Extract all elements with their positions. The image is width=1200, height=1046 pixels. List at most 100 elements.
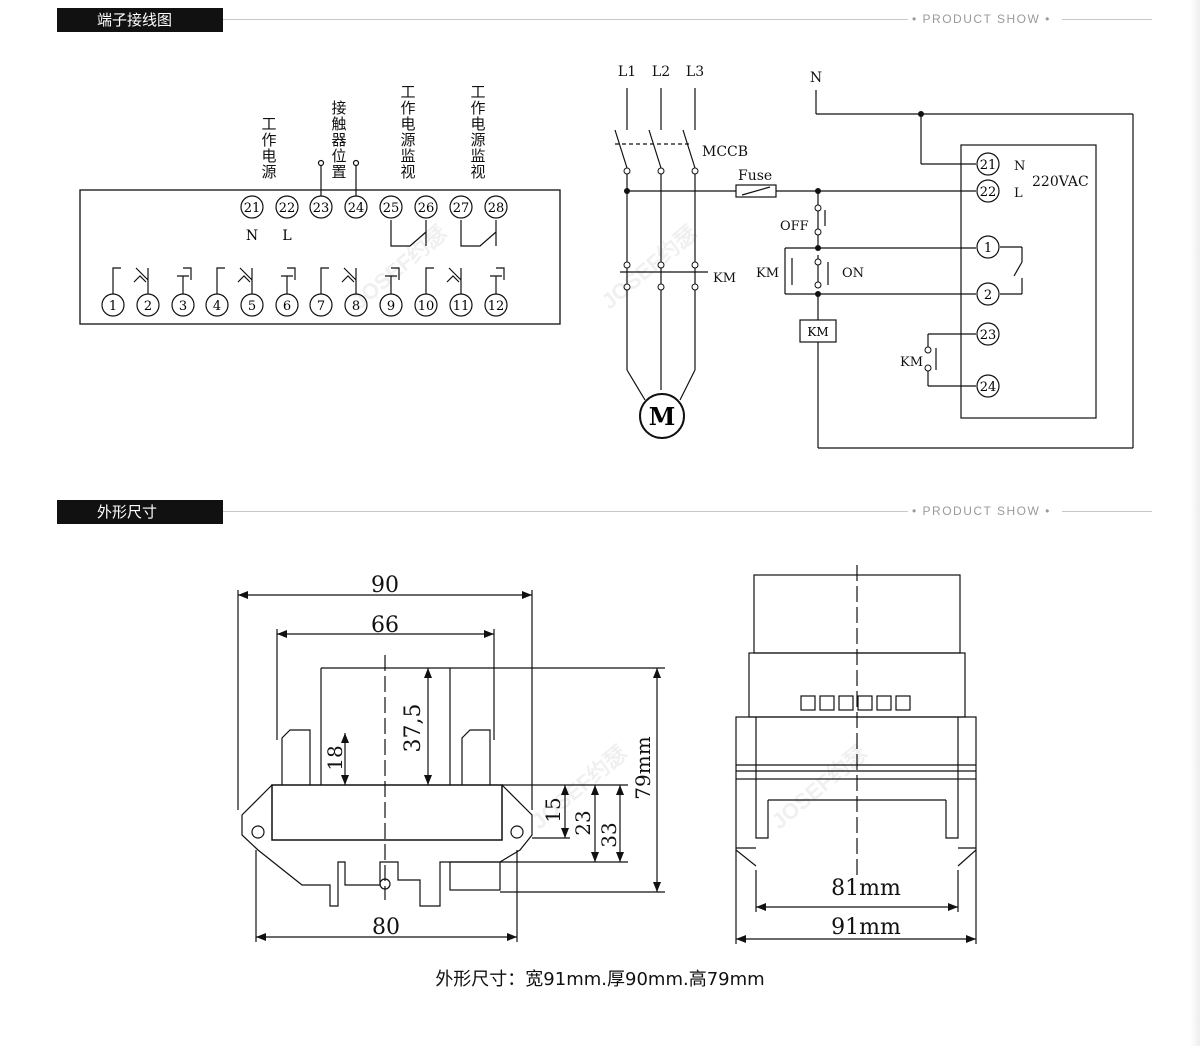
dim-66: 66	[371, 613, 399, 638]
label-char: 电	[470, 115, 485, 133]
divider	[223, 19, 908, 20]
svg-text:12: 12	[488, 299, 505, 314]
label-char: 触	[331, 115, 346, 133]
terminal-8: 8	[344, 293, 368, 317]
km-label: KM	[756, 266, 779, 281]
terminal-23: 23	[309, 195, 333, 219]
label-char: 视	[470, 163, 485, 181]
terminal-9: 9	[379, 293, 403, 317]
svg-text:21: 21	[980, 158, 997, 173]
terminal-28: 28	[484, 195, 508, 219]
coil-label: KM	[807, 325, 828, 339]
terminal-6: 6	[275, 293, 299, 317]
svg-text:6: 6	[283, 299, 291, 314]
label-char: 工	[261, 115, 276, 133]
dim-79: 79mm	[631, 736, 655, 799]
svg-text:2: 2	[984, 288, 992, 303]
wiring-schematic: L 1 L2 L3 N MCCB Fuse KM OFF KM ON KM 220…	[614, 64, 1134, 449]
svg-text:22: 22	[279, 201, 296, 216]
n-label: N	[1014, 159, 1025, 174]
svg-text:1: 1	[109, 299, 117, 314]
svg-text:24: 24	[980, 380, 997, 395]
svg-text:23: 23	[980, 328, 997, 343]
terminal-7: 7	[309, 293, 333, 317]
label-char: 作	[261, 131, 276, 149]
dimension-caption: 外形尺寸：宽91mm.厚90mm.高79mm	[435, 969, 765, 990]
fuse-label: Fuse	[738, 168, 772, 184]
dim-81: 81mm	[831, 876, 901, 901]
l-label: L	[1014, 186, 1023, 201]
terminal-5: 5	[240, 293, 264, 317]
terminal-21: 21	[240, 195, 264, 219]
terminal-25: 25	[379, 195, 403, 219]
device-terminal: 24	[976, 374, 1000, 398]
label-char: 接	[331, 99, 346, 117]
km-label: KM	[713, 271, 736, 286]
section-title: 外形尺寸	[57, 500, 223, 524]
svg-text:28: 28	[488, 201, 505, 216]
svg-text:3: 3	[179, 299, 187, 314]
page-edge	[1190, 0, 1200, 1046]
svg-text:5: 5	[248, 299, 256, 314]
divider	[1062, 511, 1152, 512]
on-label: ON	[842, 266, 864, 281]
label-char: 视	[400, 163, 415, 181]
terminal-1: 1	[101, 293, 125, 317]
svg-text:24: 24	[348, 201, 365, 216]
svg-text:1: 1	[984, 241, 992, 256]
device-terminal: 21	[976, 152, 1000, 176]
top-terminal-row: 21 22 23 24 25 26 27 28	[240, 195, 508, 219]
terminal-4: 4	[205, 293, 229, 317]
label-char: 作	[400, 99, 415, 117]
product-show-label: • PRODUCT SHOW •	[912, 12, 1051, 26]
km-label: KM	[900, 355, 923, 370]
terminal-26: 26	[414, 195, 438, 219]
dim-15: 15	[541, 797, 565, 822]
dim-90: 90	[371, 573, 399, 598]
dimension-drawing: 90 66 80 37,5 18 15 23 33 79mm 81mm 91mm	[237, 565, 977, 944]
divider	[1062, 19, 1152, 20]
terminal-2: 2	[136, 293, 160, 317]
off-label: OFF	[780, 219, 809, 234]
label-char: 置	[331, 163, 346, 181]
device-terminal: 2	[976, 282, 1000, 306]
motor-symbol: M	[649, 402, 676, 431]
svg-text:7: 7	[317, 299, 325, 314]
svg-text:8: 8	[352, 299, 360, 314]
section-header-wiring: 端子接线图 • PRODUCT SHOW •	[57, 8, 1157, 32]
label-char: 位	[331, 147, 346, 165]
terminal-3: 3	[171, 293, 195, 317]
svg-text:25: 25	[383, 201, 400, 216]
svg-text:21: 21	[244, 201, 261, 216]
dim-23: 23	[571, 810, 595, 835]
svg-text:27: 27	[453, 201, 470, 216]
label-char: 电	[400, 115, 415, 133]
label-char: 工	[470, 83, 485, 101]
device-terminal: 1	[976, 235, 1000, 259]
section-header-dimensions: 外形尺寸 • PRODUCT SHOW •	[57, 500, 1157, 524]
terminal-22: 22	[275, 195, 299, 219]
svg-text:22: 22	[980, 185, 997, 200]
terminal-11: 11	[449, 293, 473, 317]
terminal-27: 27	[449, 195, 473, 219]
mccb-label: MCCB	[702, 144, 748, 160]
dim-33: 33	[597, 822, 621, 847]
voltage-label: 220VAC	[1032, 174, 1089, 190]
device-terminal: 23	[976, 322, 1000, 346]
svg-text:4: 4	[213, 299, 221, 314]
n-label: N	[246, 228, 258, 244]
l3-label: L3	[686, 64, 704, 80]
svg-text:2: 2	[144, 299, 152, 314]
label-char: 作	[470, 99, 485, 117]
l2-label: L2	[652, 64, 670, 80]
label-char: 源	[400, 131, 415, 149]
product-show-label: • PRODUCT SHOW •	[912, 504, 1051, 518]
label-char: 工	[400, 83, 415, 101]
svg-text:11: 11	[453, 299, 470, 314]
